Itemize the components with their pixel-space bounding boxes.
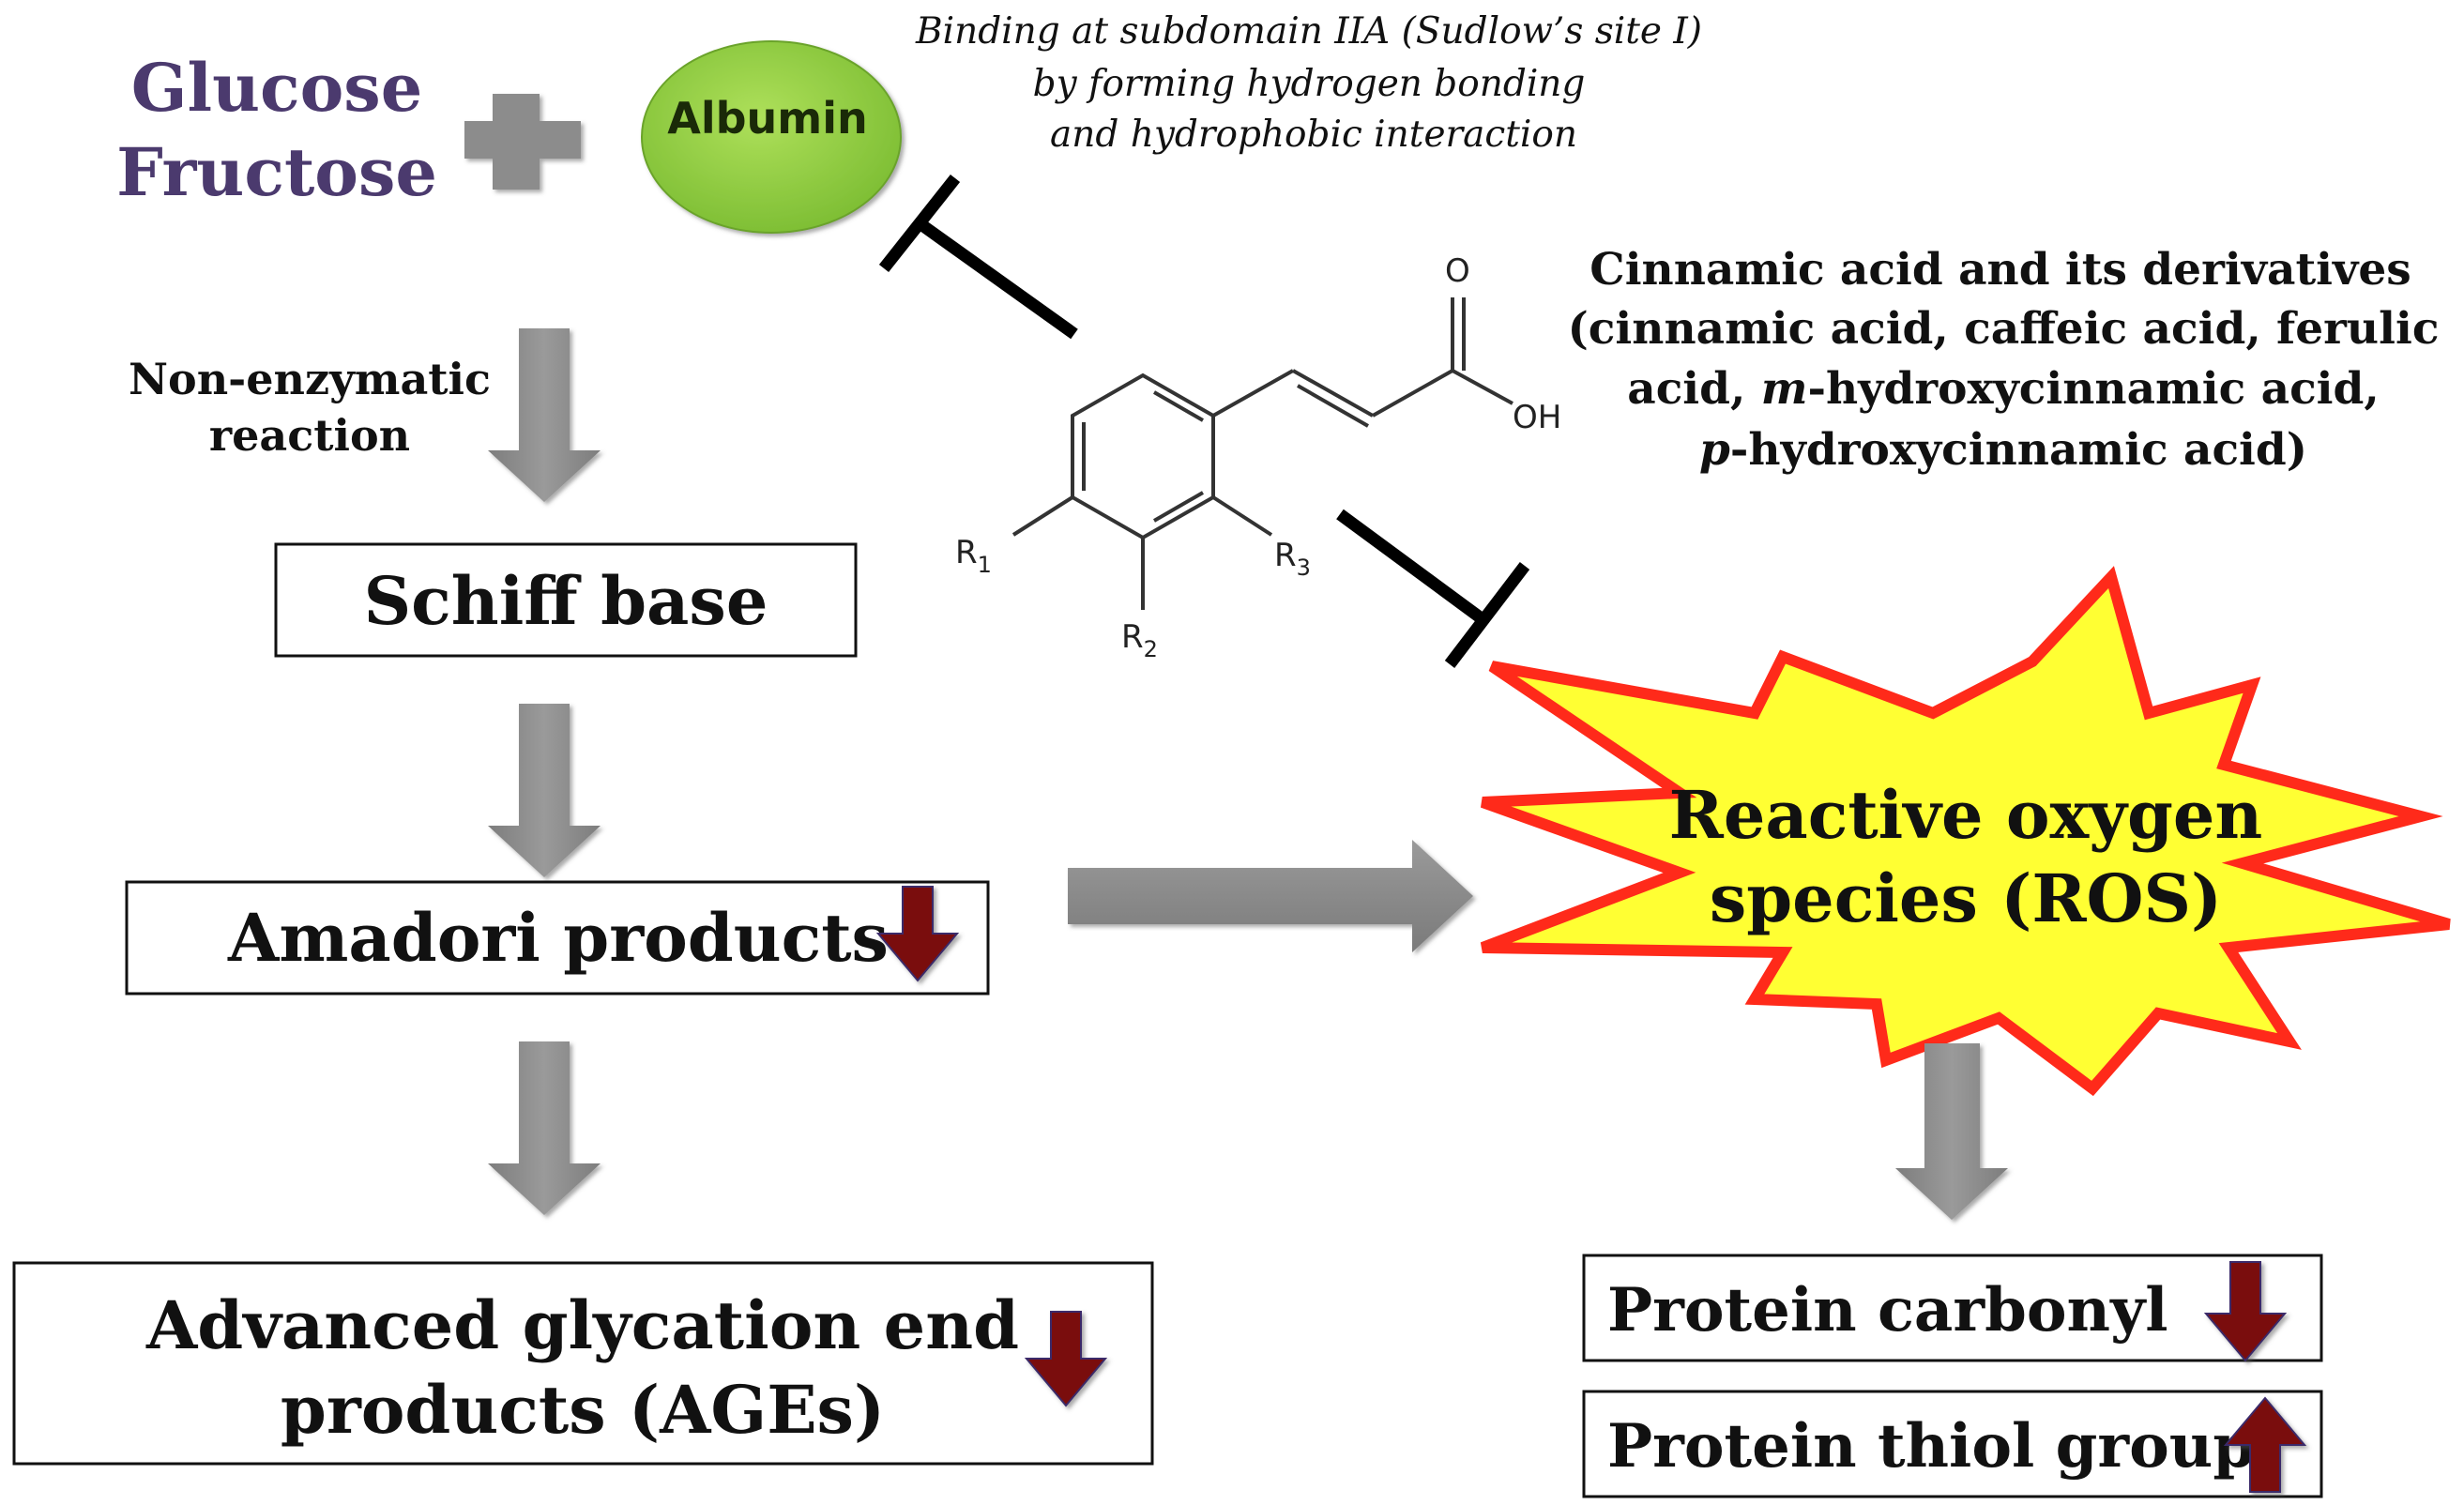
compound-description: Cinnamic acid and its derivatives (cinna… xyxy=(1568,244,2440,476)
inhibition-albumin xyxy=(878,174,1078,340)
arrow-down-4 xyxy=(1895,1043,2008,1220)
protein-thiol-increase-icon xyxy=(2223,1396,2307,1493)
albumin-node: Albumin xyxy=(641,40,902,234)
r3-label: R3 xyxy=(1274,537,1311,581)
arrow-right xyxy=(1068,840,1473,952)
ages-label-line1: Advanced glycation end xyxy=(145,1286,1019,1364)
compound-line2: (cinnamic acid, caffeic acid, ferulic xyxy=(1568,303,2440,355)
reactants-label: Glucose Fructose xyxy=(116,49,437,211)
ros-label-line2: species (ROS) xyxy=(1710,859,2222,937)
protein-thiol-box: Protein thiol group xyxy=(1582,1390,2323,1498)
r1-label: R1 xyxy=(955,534,992,578)
amadori-label: Amadori products xyxy=(227,899,889,977)
reaction-note-line2: reaction xyxy=(209,410,410,461)
compound-line3: acid, m-hydroxycinnamic acid, xyxy=(1627,363,2380,415)
schiff-base-label: Schiff base xyxy=(364,562,768,640)
ros-burst: Reactive oxygen species (ROS) xyxy=(1480,566,2451,1097)
ages-label-line2: products (AGEs) xyxy=(281,1371,885,1449)
ages-box: Advanced glycation end products (AGEs) xyxy=(12,1261,1154,1466)
protein-thiol-label: Protein thiol group xyxy=(1607,1411,2255,1482)
hydroxyl-label: OH xyxy=(1513,399,1561,436)
protein-carbonyl-box: Protein carbonyl xyxy=(1582,1254,2323,1362)
reaction-note: Non-enzymatic reaction xyxy=(129,354,491,461)
binding-note-line2: by forming hydrogen bonding xyxy=(1033,63,1586,105)
binding-note-line3: and hydrophobic interaction xyxy=(1050,114,1577,156)
ages-decrease-icon xyxy=(1024,1311,1108,1407)
amadori-decrease-icon xyxy=(875,886,960,982)
reaction-note-line1: Non-enzymatic xyxy=(129,354,491,404)
albumin-label: Albumin xyxy=(667,93,868,144)
arrow-down-1 xyxy=(488,328,601,502)
structure-labels: O OH R1 R2 R3 xyxy=(955,252,1561,662)
oxygen-label: O xyxy=(1445,252,1470,290)
ros-label-line1: Reactive oxygen xyxy=(1669,776,2263,854)
plus-icon xyxy=(464,94,581,190)
fructose-label: Fructose xyxy=(116,133,437,211)
schiff-base-box: Schiff base xyxy=(274,542,858,658)
binding-note: Binding at subdomain IIA (Sudlow’s site … xyxy=(915,10,1702,156)
arrow-down-2 xyxy=(488,704,601,877)
arrow-down-3 xyxy=(488,1041,601,1215)
r2-label: R2 xyxy=(1121,618,1158,662)
compound-title: Cinnamic acid and its derivatives xyxy=(1589,244,2411,296)
protein-carbonyl-decrease-icon xyxy=(2203,1261,2288,1362)
protein-carbonyl-label: Protein carbonyl xyxy=(1607,1275,2168,1345)
compound-line4: p-hydroxycinnamic acid) xyxy=(1699,424,2307,476)
amadori-box: Amadori products xyxy=(125,880,990,996)
cinnamic-acid-structure xyxy=(1011,297,1513,610)
inhibition-ros xyxy=(1336,509,1530,668)
binding-note-line1: Binding at subdomain IIA (Sudlow’s site … xyxy=(915,10,1702,53)
glucose-label: Glucose xyxy=(131,49,423,127)
